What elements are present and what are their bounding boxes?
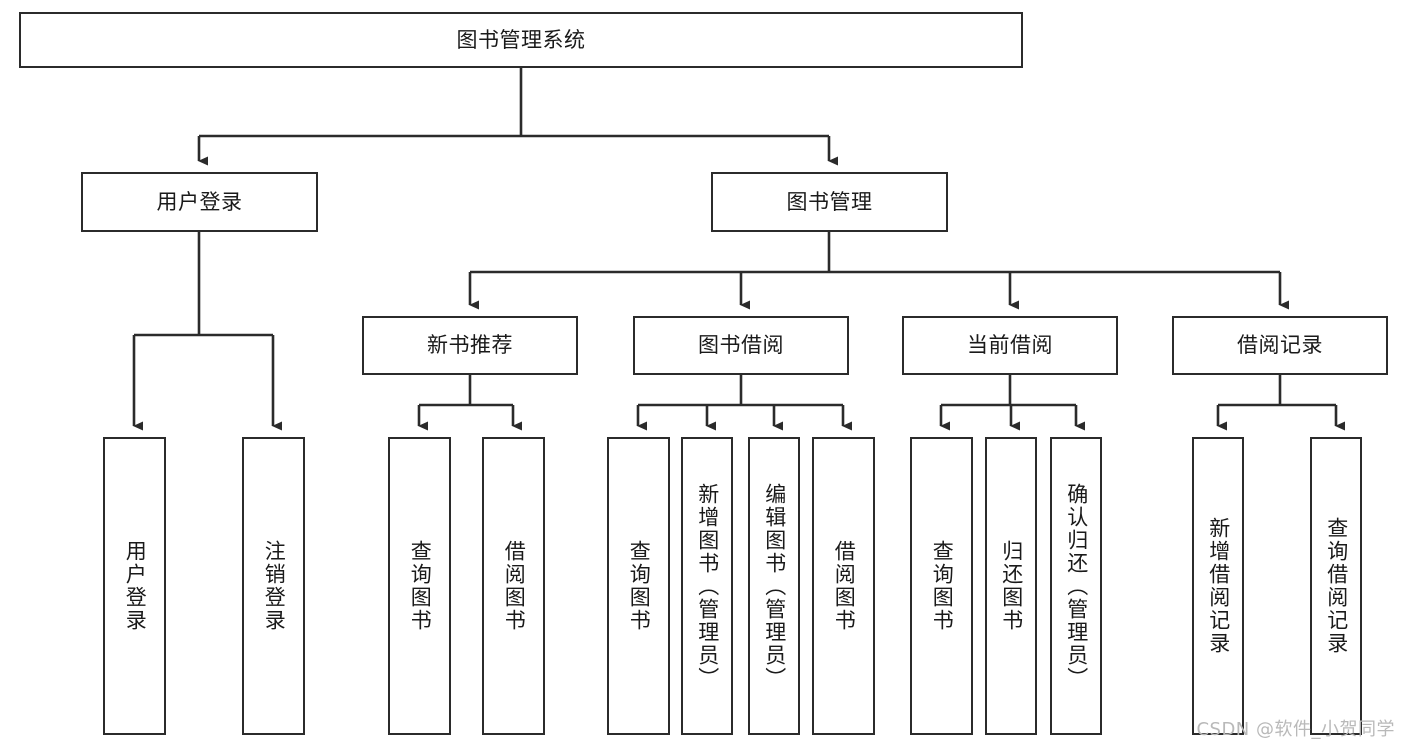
node-label: 查询借阅记录: [1324, 517, 1349, 655]
node-leaf-borrow-book-1[interactable]: 借阅图书: [482, 437, 545, 735]
node-label: 图书管理: [786, 189, 873, 214]
node-label: 新书推荐: [427, 333, 513, 358]
node-leaf-add-book-admin[interactable]: 新增图书（管理员）: [681, 437, 733, 735]
node-book-borrow[interactable]: 图书借阅: [633, 316, 849, 375]
node-label: 编辑图书（管理员）: [762, 482, 787, 690]
node-label: 借阅记录: [1237, 333, 1323, 358]
node-leaf-user-login[interactable]: 用户登录: [103, 437, 166, 735]
node-leaf-edit-book-admin[interactable]: 编辑图书（管理员）: [748, 437, 800, 735]
node-label: 用户登录: [123, 540, 148, 632]
node-label: 借阅图书: [832, 540, 857, 632]
node-label: 借阅图书: [502, 540, 527, 632]
node-book-management[interactable]: 图书管理: [711, 172, 948, 232]
node-label: 查询图书: [408, 540, 433, 632]
node-root-system[interactable]: 图书管理系统: [19, 12, 1023, 68]
node-label: 新增借阅记录: [1206, 517, 1231, 655]
node-label: 注销登录: [262, 540, 287, 632]
node-new-book-recommend[interactable]: 新书推荐: [362, 316, 578, 375]
node-label: 用户登录: [156, 189, 243, 214]
node-current-borrow[interactable]: 当前借阅: [902, 316, 1118, 375]
watermark-text: CSDN @软件_小贺同学: [1196, 719, 1395, 740]
node-label: 归还图书: [999, 540, 1024, 632]
node-leaf-add-borrow-record[interactable]: 新增借阅记录: [1192, 437, 1244, 735]
node-leaf-query-book-1[interactable]: 查询图书: [388, 437, 451, 735]
node-label: 图书管理系统: [456, 27, 586, 52]
node-leaf-confirm-return-admin[interactable]: 确认归还（管理员）: [1050, 437, 1102, 735]
node-user-login[interactable]: 用户登录: [81, 172, 318, 232]
node-leaf-query-borrow-record[interactable]: 查询借阅记录: [1310, 437, 1362, 735]
node-borrow-record[interactable]: 借阅记录: [1172, 316, 1388, 375]
node-leaf-query-book-3[interactable]: 查询图书: [910, 437, 973, 735]
node-label: 当前借阅: [967, 333, 1053, 358]
node-label: 查询图书: [627, 540, 652, 632]
node-leaf-query-book-2[interactable]: 查询图书: [607, 437, 670, 735]
node-leaf-borrow-book-2[interactable]: 借阅图书: [812, 437, 875, 735]
node-label: 确认归还（管理员）: [1064, 482, 1089, 690]
node-label: 图书借阅: [698, 333, 784, 358]
node-label: 新增图书（管理员）: [695, 482, 720, 690]
node-leaf-logout[interactable]: 注销登录: [242, 437, 305, 735]
node-leaf-return-book[interactable]: 归还图书: [985, 437, 1037, 735]
node-label: 查询图书: [930, 540, 955, 632]
